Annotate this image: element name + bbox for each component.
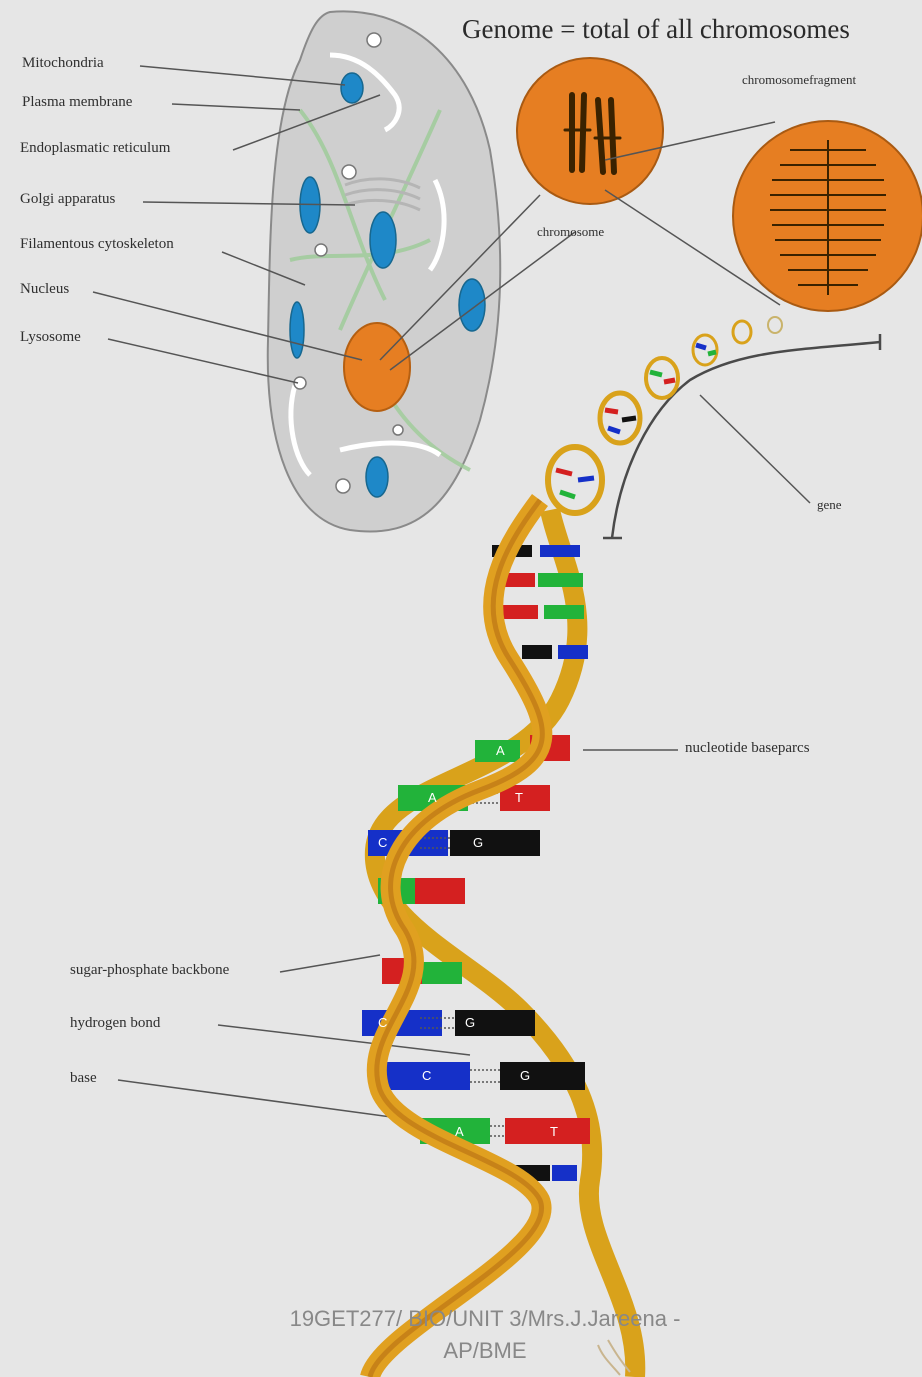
label-golgi-apparatus: Golgi apparatus	[20, 191, 115, 208]
base-letter-c: C	[378, 1015, 387, 1030]
label-chromosome: chromosome	[537, 224, 604, 240]
helix-strand-front	[370, 500, 542, 1377]
base-letter-g: G	[473, 835, 483, 850]
label-lysosome: Lysosome	[20, 329, 81, 346]
base-letter-t: T	[550, 1124, 558, 1139]
base-letter-g: G	[520, 1068, 530, 1083]
label-endoplasmic-reticulum: Endoplasmatic reticulum	[20, 140, 170, 157]
footer-line-2: AP/BME	[205, 1335, 765, 1367]
label-mitochondria: Mitochondria	[22, 55, 104, 72]
label-cytoskeleton: Filamentous cytoskeleton	[20, 236, 174, 253]
base-letter-a: A	[455, 1124, 464, 1139]
label-base: base	[70, 1070, 97, 1087]
base-letter-c: C	[422, 1068, 431, 1083]
label-nucleus: Nucleus	[20, 281, 69, 298]
label-gene: gene	[817, 497, 842, 513]
label-sugar-phosphate-backbone: sugar-phosphate backbone	[70, 962, 229, 979]
small-helix	[548, 317, 782, 513]
base-letter-a: A	[428, 790, 437, 805]
label-plasma-membrane: Plasma membrane	[22, 94, 132, 111]
label-hydrogen-bond: hydrogen bond	[70, 1015, 160, 1032]
nucleus	[344, 323, 410, 411]
label-nucleotide-basepairs: nucleotide baseparcs	[685, 740, 810, 757]
base-letter-g: G	[465, 1015, 475, 1030]
slide-footer: 19GET277/ BIO/UNIT 3/Mrs.J.Jareena - AP/…	[205, 1303, 765, 1367]
label-chromosome-fragment: chromosomefragment	[742, 72, 856, 88]
base-letter-c: C	[378, 835, 387, 850]
base-letter-t: T	[515, 790, 523, 805]
diagram-title: Genome = total of all chromosomes	[462, 14, 850, 45]
footer-line-1: 19GET277/ BIO/UNIT 3/Mrs.J.Jareena -	[205, 1303, 765, 1335]
base-letter-a: A	[496, 743, 505, 758]
